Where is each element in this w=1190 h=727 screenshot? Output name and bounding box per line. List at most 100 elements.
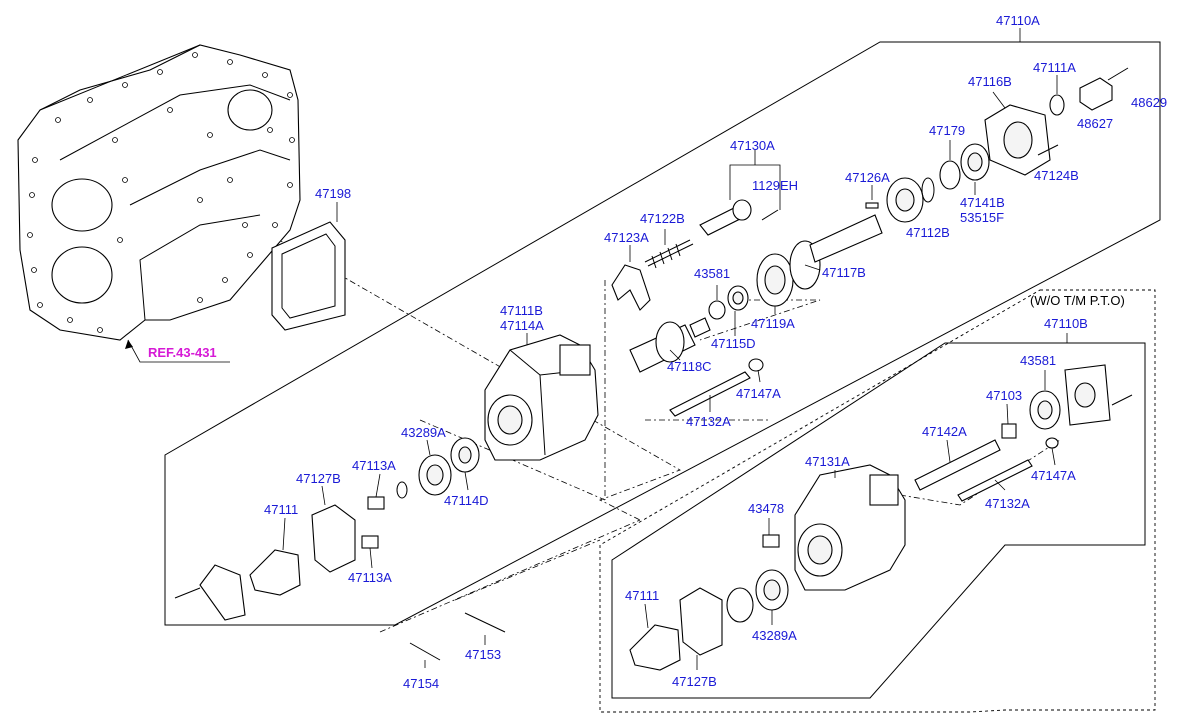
leader-line [1051,447,1056,466]
bushing-47113A [361,496,385,549]
leader-line [729,150,781,210]
bushing-43478 [762,534,780,548]
bolt-47154 [409,642,441,661]
leader-line [1006,403,1009,425]
label-53515F: 53515F [960,210,1004,225]
leader-line [369,547,373,569]
label-47126A: 47126A [845,170,890,185]
leader-line [669,349,681,361]
gear-lower [726,587,754,623]
label-47111: 47111 [625,588,659,603]
label-43289A: 43289A [401,425,446,440]
assembly-47110B-boundary [611,342,1146,699]
fork-47123A [611,264,651,311]
label-47114A: 47114A [500,318,544,333]
pump-47111 [249,549,301,596]
bearing-43289A-lower [755,569,789,611]
label-47131A: 47131A [805,454,850,469]
bearing-43289A [418,454,452,496]
reference-leader [127,339,230,363]
bolt-48629 [1107,67,1129,81]
bolt-47153 [464,612,506,633]
cap-47147A-lower [1045,437,1059,449]
without-pto-note: (W/O T/M P.T.O) [1030,293,1125,308]
snap-ring [921,177,935,203]
cap-47147A [748,358,764,372]
label-1129EH: 1129EH [752,178,798,193]
label-47115D: 47115D [711,336,756,351]
reference-arrowhead [125,340,133,349]
label-47154: 47154 [403,676,439,691]
transmission-case [17,44,301,341]
label-47103: 47103 [986,388,1022,403]
plate-lower [1064,364,1111,426]
centerline [264,231,681,521]
label-48627: 48627 [1077,116,1113,131]
pump-47111-lower [629,624,681,671]
label-47132A: 47132A [985,496,1030,511]
label-47111B: 47111B [500,303,543,318]
leader-line [757,369,761,383]
shaft-47142A [914,439,1001,491]
gasket [271,221,346,331]
leader-line [464,471,469,491]
bearing-43581-lower [1029,390,1061,430]
label-47117B: 47117B [822,265,866,280]
label-48629: 48629 [1131,95,1167,110]
lever-47130A [699,199,779,236]
leader-line [375,473,381,498]
pin-47126A [865,202,879,209]
bolt-lower [1111,394,1133,406]
label-47111A: 47111A [1033,60,1076,75]
label-47114D: 47114D [444,493,489,508]
reference-label: REF.43-431 [148,345,217,360]
snap-ring [396,481,408,499]
label-47113A: 47113A [352,458,396,473]
pto-shaft-gear [629,317,711,373]
label-47141B: 47141B [960,195,1005,210]
label-47118C: 47118C [667,359,712,374]
sleeve-47119A [756,253,794,307]
leader-line [946,439,951,463]
centerline [379,519,641,633]
bolt [174,587,201,599]
label-47127B: 47127B [296,471,341,486]
bearing-47115D [727,285,749,311]
label-47198: 47198 [315,186,351,201]
cover-47116B [984,104,1051,176]
label-47111: 47111 [264,502,298,517]
spring-47122B [644,239,694,269]
label-47124B: 47124B [1034,168,1079,183]
label-47142A: 47142A [922,424,967,439]
centerline [454,539,601,601]
bushing-47103 [1001,423,1017,439]
pto-housing-lower [794,464,906,591]
pto-housing [484,334,599,461]
label-47147A: 47147A [1031,468,1076,483]
assembly-47110A-boundary [164,41,1161,626]
bearing-47114D [450,437,480,473]
label-43289A: 43289A [752,628,797,643]
label-47127B: 47127B [672,674,717,689]
label-47113A: 47113A [348,570,392,585]
washer-43581 [708,300,726,320]
label-47179: 47179 [929,123,965,138]
leader-line [804,264,821,271]
bolt-47124B [1037,144,1059,156]
label-47116B: 47116B [968,74,1012,89]
label-47110A: 47110A [996,13,1040,28]
label-43478: 43478 [748,501,784,516]
label-43581: 43581 [694,266,730,281]
label-47119A: 47119A [751,316,795,331]
gear-47117B [789,214,883,290]
label-47123A: 47123A [604,230,649,245]
leader-line [644,603,649,629]
leader-line [321,485,326,506]
label-47132A: 47132A [686,414,731,429]
shaft-47132A [669,371,751,417]
label-47153: 47153 [465,647,501,662]
seal-47141B [960,143,990,181]
leader-line [426,439,431,456]
cover-47127B [311,504,356,573]
